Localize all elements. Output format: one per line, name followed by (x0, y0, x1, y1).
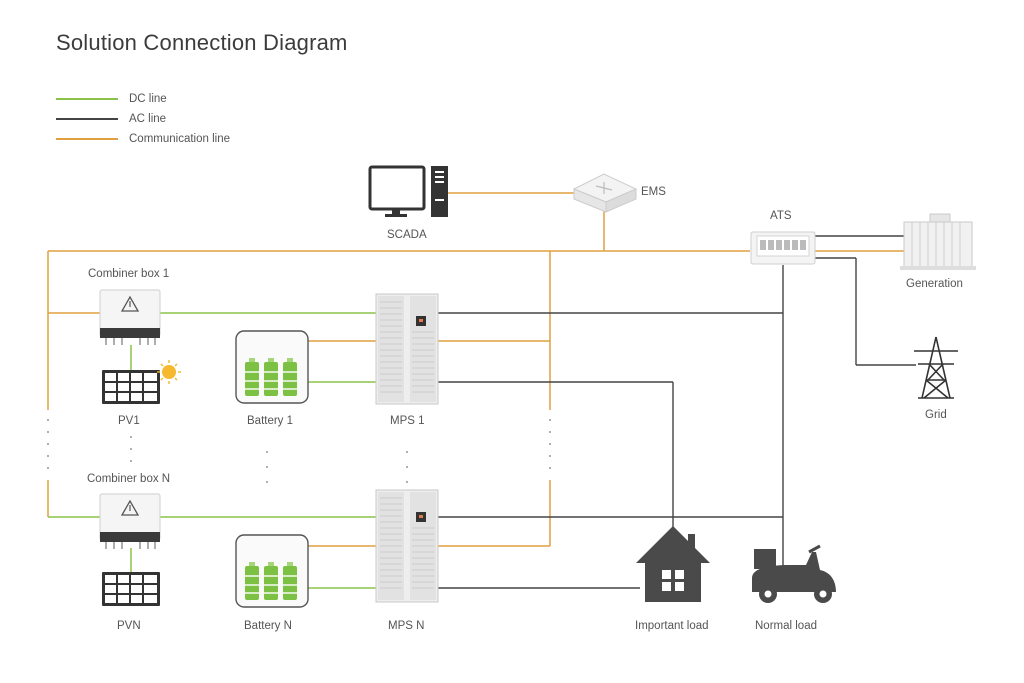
battery-1-icon (235, 330, 309, 404)
pv1-panel-icon (102, 370, 160, 404)
pvn-label: PVN (117, 620, 141, 632)
normal-load-label: Normal load (755, 620, 817, 632)
page-title: Solution Connection Diagram (56, 30, 348, 55)
mps-1-label: MPS 1 (390, 415, 425, 427)
house-icon (636, 526, 710, 602)
combiner-box-n-label: Combiner box N (87, 473, 171, 485)
battery-n-icon (235, 534, 309, 608)
legend-comm-label: Communication line (129, 133, 230, 145)
mps-n-label: MPS N (388, 620, 425, 632)
scada-icon (368, 165, 448, 217)
ems-router-icon (572, 173, 638, 213)
legend-swatches (56, 98, 118, 140)
continuation-dots (47, 419, 551, 483)
generation-icon (900, 213, 976, 270)
pvn-panel-icon (102, 572, 160, 606)
combiner-box-n-icon (99, 493, 161, 549)
ac-lines (438, 235, 916, 590)
mps-n-cabinet-icon (375, 489, 439, 603)
grid-label: Grid (925, 409, 947, 421)
ats-label: ATS (770, 210, 792, 222)
legend-ac-label: AC line (129, 113, 167, 125)
grid-tower-icon (914, 336, 958, 399)
pv1-label: PV1 (118, 415, 140, 427)
battery-1-label: Battery 1 (247, 415, 294, 427)
combiner-box-1-label: Combiner box 1 (88, 268, 170, 280)
generation-label: Generation (906, 278, 963, 290)
scada-label: SCADA (387, 229, 427, 241)
comm-lines (47, 192, 904, 547)
ats-icon (750, 231, 816, 265)
scooter-icon (752, 544, 836, 603)
mps-1-cabinet-icon (375, 293, 439, 405)
dc-lines (48, 312, 378, 589)
sun-icon (157, 360, 181, 384)
combiner-box-1-icon (99, 289, 161, 345)
legend-dc-label: DC line (129, 93, 167, 105)
battery-n-label: Battery N (244, 620, 292, 632)
important-load-label: Important load (635, 620, 709, 632)
ems-label: EMS (641, 186, 666, 198)
